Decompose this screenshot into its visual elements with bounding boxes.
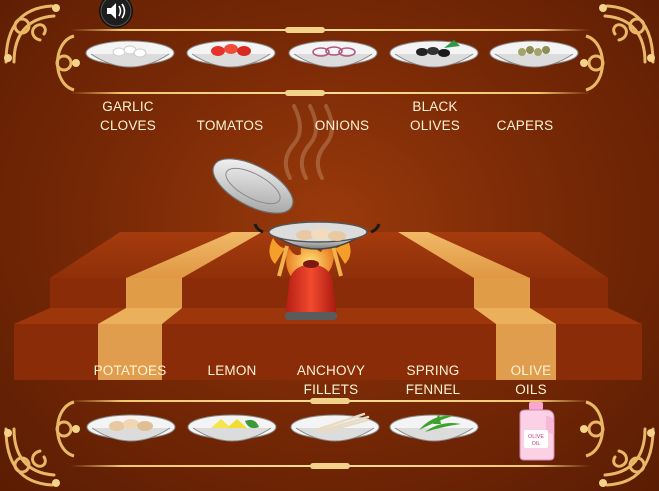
frying-pan-icon: [253, 221, 381, 250]
ornament-left-top-scroll: [55, 34, 80, 92]
ornament-bottom-left: [0, 421, 70, 491]
olive-oil-bottle-icon[interactable]: OLIVE OIL: [512, 400, 562, 462]
ornament-bottom-right: [589, 421, 659, 491]
spring-fennel-label: SPRING FENNEL: [405, 363, 461, 397]
steam-icon: [283, 104, 334, 180]
ornament-right-bottom-scroll: [580, 400, 605, 458]
ornament-top-right: [589, 0, 659, 70]
bottom-shelf-rail-knob: [310, 398, 350, 404]
bottom-shelf-rail-knob: [310, 463, 350, 469]
black-olives-bowl-icon[interactable]: [389, 38, 479, 74]
potatoes-label: POTATOES: [93, 363, 167, 378]
anchovy-fillets-label: ANCHOVY FILLETS: [296, 363, 366, 397]
garlic-cloves-bowl-icon[interactable]: [85, 38, 175, 74]
tomatoes-bowl-icon[interactable]: [186, 38, 276, 74]
cooking-station[interactable]: [205, 152, 405, 327]
potatoes-bowl-icon[interactable]: [86, 412, 176, 448]
speaker-icon[interactable]: [97, 0, 135, 30]
capers-label: CAPERS: [496, 118, 554, 133]
black-olives-label: BLACK OLIVES: [410, 99, 460, 133]
pan-lid-icon: [212, 158, 294, 214]
ornament-left-bottom-scroll: [55, 400, 80, 458]
gas-burner-icon: [285, 260, 337, 320]
bottle-label-line-1: OLIVE: [528, 434, 544, 440]
onions-bowl-icon[interactable]: [288, 38, 378, 74]
spring-fennel-bowl-icon[interactable]: [389, 412, 479, 448]
bottle-label-line-2: OIL: [532, 441, 541, 447]
ornament-top-left: [0, 0, 70, 70]
lemon-label: LEMON: [207, 363, 257, 378]
anchovy-fillets-bowl-icon[interactable]: [290, 412, 380, 448]
ornament-right-top-scroll: [580, 34, 605, 92]
top-shelf-rail-knob: [285, 90, 325, 96]
onions-label: ONIONS: [314, 118, 370, 133]
lemon-bowl-icon[interactable]: [187, 412, 277, 448]
top-shelf-rail-upper: [70, 29, 590, 31]
garlic-cloves-label: GARLIC CLOVES: [100, 99, 156, 133]
olive-oils-label: OLIVE OILS: [510, 363, 552, 397]
top-shelf-rail-lower: [70, 92, 590, 94]
tomatoes-label: TOMATOS: [196, 118, 264, 133]
top-shelf-rail-knob: [285, 27, 325, 33]
capers-bowl-icon[interactable]: [489, 38, 579, 74]
